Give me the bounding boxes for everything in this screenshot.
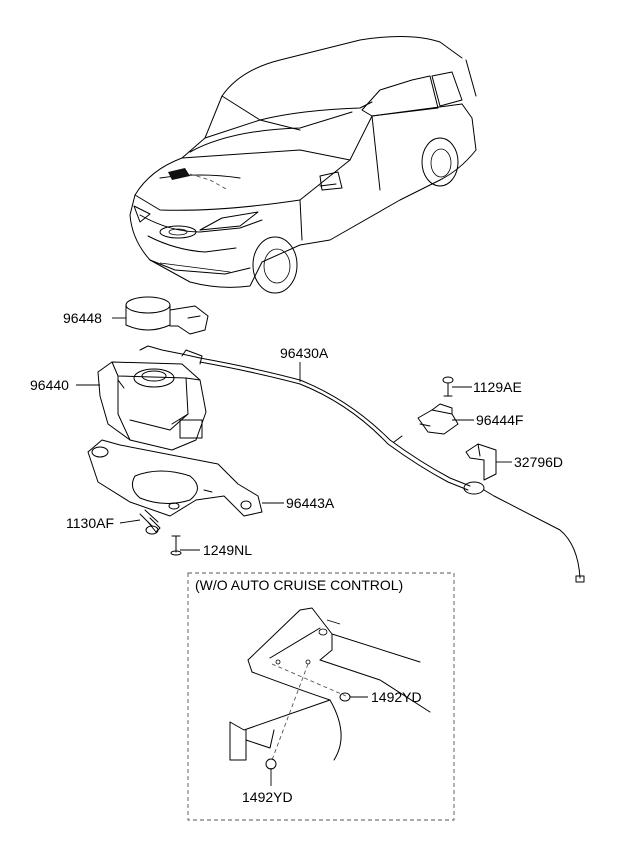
label-1130AF: 1130AF <box>66 515 114 531</box>
label-96443A: 96443A <box>286 495 335 511</box>
label-1249NL: 1249NL <box>203 542 252 558</box>
label-1129AE: 1129AE <box>473 379 522 395</box>
label-96440: 96440 <box>30 377 69 393</box>
leader-lines <box>76 317 512 786</box>
label-96448: 96448 <box>63 310 102 326</box>
label-1492YD-top: 1492YD <box>371 689 422 705</box>
inset-box <box>187 572 455 821</box>
part-96444F-clip <box>417 403 459 435</box>
label-96444F: 96444F <box>476 412 523 428</box>
label-32796D: 32796D <box>514 454 563 470</box>
part-96440-actuator <box>97 361 207 451</box>
part-96448-cover <box>125 296 209 335</box>
part-96443A-bracket <box>87 439 263 517</box>
label-1492YD-bottom: 1492YD <box>242 789 293 805</box>
part-1130AF-bolt <box>139 509 161 535</box>
part-96430A-cable <box>139 345 585 583</box>
part-labels: 96448 96440 96430A 1129AE 96444F 32796D … <box>30 310 563 805</box>
part-1249NL-screw <box>170 535 182 556</box>
part-32796D-clip <box>465 443 497 481</box>
car-illustration <box>129 35 477 294</box>
label-96430A: 96430A <box>280 345 329 361</box>
inset-title: (W/O AUTO CRUISE CONTROL) <box>195 577 403 593</box>
part-1129AE-bolt <box>442 376 454 397</box>
